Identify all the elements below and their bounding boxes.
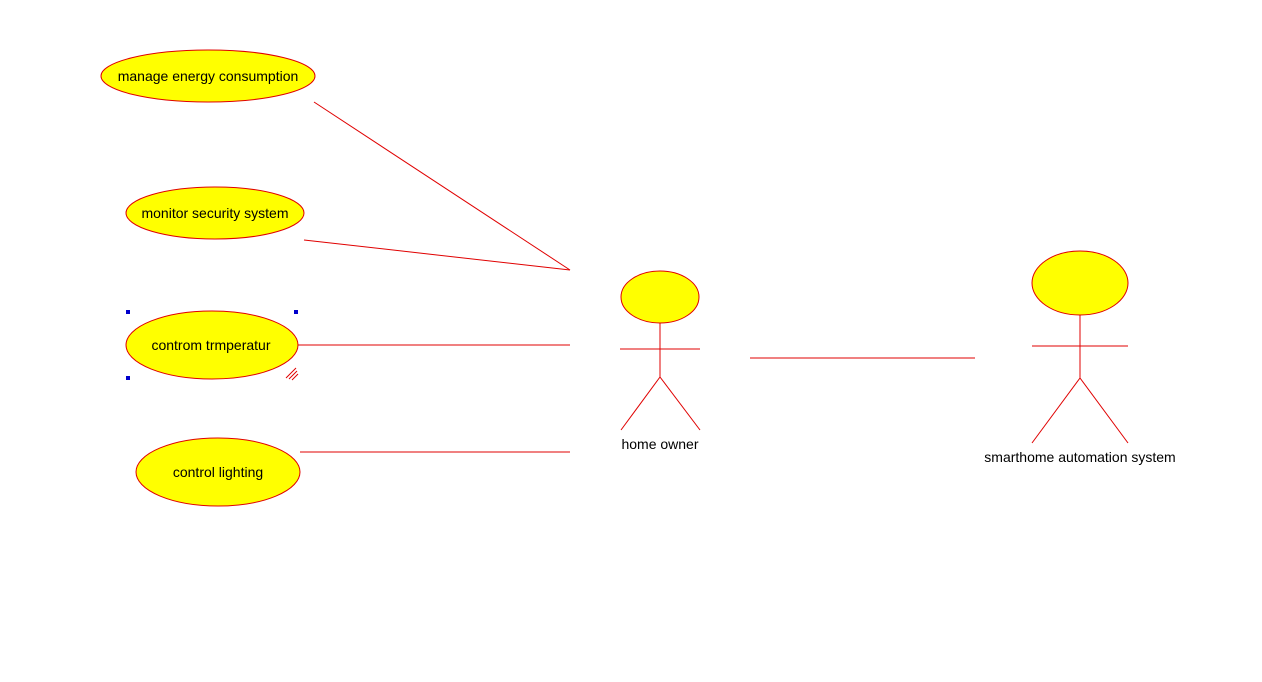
use-case-label: controm trmperatur: [151, 337, 270, 353]
selection-handle-top-left[interactable]: [126, 310, 130, 314]
actor-head[interactable]: [1031, 250, 1129, 316]
actor-right-leg: [659, 376, 701, 431]
actor-left-leg: [620, 376, 661, 431]
use-case-manage-energy-consumption[interactable]: manage energy consumption: [100, 49, 316, 103]
use-case-ellipse[interactable]: [135, 437, 301, 507]
use-case-label: control lighting: [173, 464, 263, 480]
selection-handle-bottom-left[interactable]: [126, 376, 130, 380]
use-case-monitor-security-system[interactable]: monitor security system: [125, 186, 305, 240]
selection-handle-top-right[interactable]: [294, 310, 298, 314]
use-case-label: monitor security system: [141, 205, 288, 221]
association-lines: [298, 101, 975, 453]
use-case-ellipse[interactable]: [100, 49, 316, 103]
actor-home-owner[interactable]: home owner: [620, 270, 701, 452]
use-case-control-temperature[interactable]: controm trmperatur: [125, 310, 299, 381]
actor-smarthome-automation-system[interactable]: smarthome automation system: [984, 250, 1176, 465]
resize-grip-icon[interactable]: [285, 367, 299, 381]
use-case-ellipse[interactable]: [125, 186, 305, 240]
association-monitor-security-to-home-owner[interactable]: [303, 239, 571, 271]
use-case-label: manage energy consumption: [118, 68, 299, 84]
actor-label: smarthome automation system: [984, 449, 1175, 465]
use-case-ellipse[interactable]: [125, 310, 299, 380]
use-case-control-lighting[interactable]: control lighting: [135, 437, 301, 507]
actor-label: home owner: [621, 436, 698, 452]
actor-head[interactable]: [620, 270, 700, 324]
association-manage-energy-to-home-owner[interactable]: [313, 101, 571, 271]
actor-left-leg: [1031, 377, 1081, 444]
actor-right-leg: [1079, 377, 1129, 444]
